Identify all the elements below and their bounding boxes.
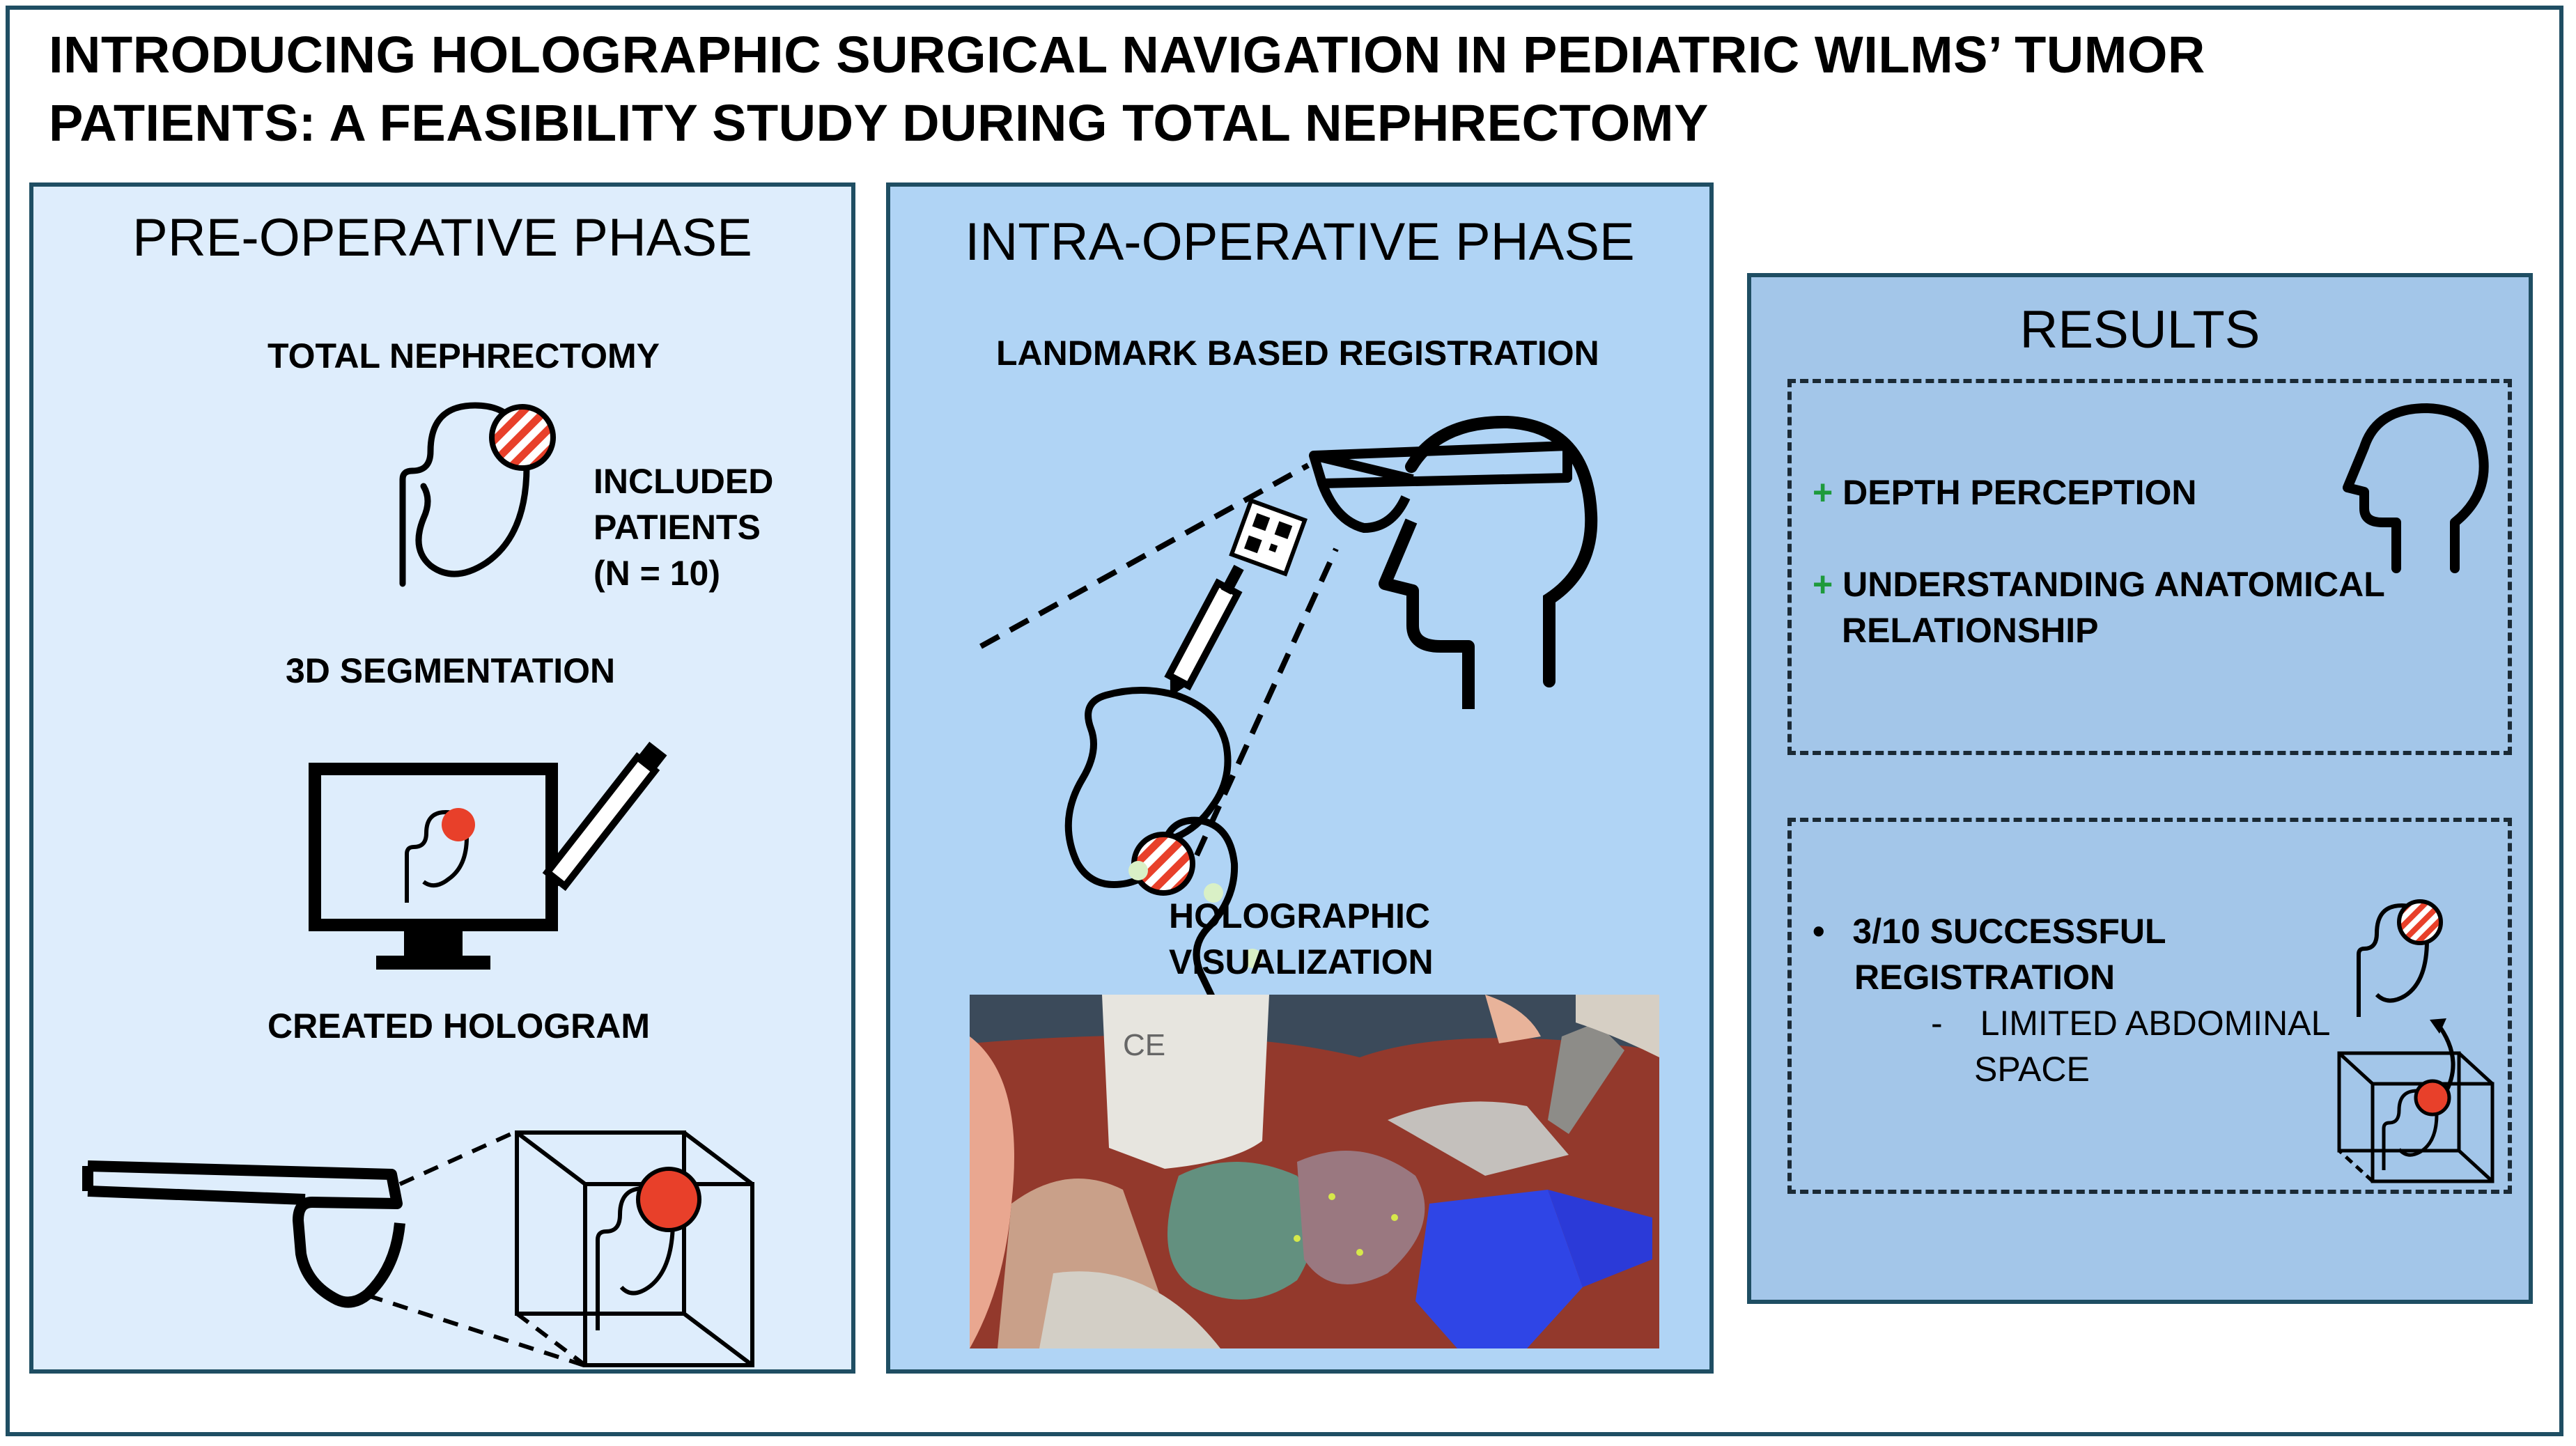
created-hologram-label: CREATED HOLOGRAM xyxy=(267,1006,651,1045)
head-profile-icon xyxy=(2343,403,2489,573)
success-line-2: REGISTRATION xyxy=(1854,958,2116,997)
registration-label: LANDMARK BASED REGISTRATION xyxy=(996,334,1599,373)
figure-title: INTRODUCING HOLOGRAPHIC SURGICAL NAVIGAT… xyxy=(49,21,2417,157)
results-panel: RESULTS + DEPTH PERCEPTION + UNDERSTANDI… xyxy=(1747,273,2533,1304)
photo-ce-mark: CE xyxy=(1123,1028,1166,1062)
bullet-mark: • xyxy=(1813,912,1825,951)
hologram-cube-icon xyxy=(82,1130,754,1367)
included-line-1: INCLUDED xyxy=(593,462,774,501)
title-line-2: PATIENTS: A FEASIBILITY STUDY DURING TOT… xyxy=(49,94,1709,152)
success-item: • 3/10 SUCCESSFUL xyxy=(1813,908,2166,954)
success-line-1: 3/10 SUCCESSFUL xyxy=(1852,912,2166,951)
intra-operative-panel: INTRA-OPERATIVE PHASE LANDMARK BASED REG… xyxy=(886,182,1714,1374)
included-line-2: PATIENTS xyxy=(593,508,761,547)
results-heading: RESULTS xyxy=(2019,300,2260,359)
intra-operative-heading: INTRA-OPERATIVE PHASE xyxy=(965,212,1635,272)
limited-line-1: LIMITED ABDOMINAL xyxy=(1980,1004,2331,1043)
depth-perception-label: DEPTH PERCEPTION xyxy=(1842,473,2197,512)
pointer-pen-icon xyxy=(1164,497,1308,697)
benefits-box: + DEPTH PERCEPTION + UNDERSTANDING ANATO… xyxy=(1787,379,2512,755)
pre-operative-panel: PRE-OPERATIVE PHASE TOTAL NEPHRECTOMY IN… xyxy=(29,182,855,1374)
plus-sign-2: + xyxy=(1813,565,1833,604)
surgical-scene xyxy=(970,995,1659,1348)
segmentation-label: 3D SEGMENTATION xyxy=(286,651,616,690)
kidney-tumor-icon xyxy=(399,402,556,587)
plus-sign-1: + xyxy=(1813,473,1833,512)
limited-item: - LIMITED ABDOMINAL xyxy=(1931,1000,2330,1046)
understanding-line-1: UNDERSTANDING ANATOMICAL xyxy=(1842,565,2385,604)
registration-outcome-box: • 3/10 SUCCESSFUL REGISTRATION - LIMITED… xyxy=(1787,818,2512,1194)
visualization-line-1: HOLOGRAPHIC xyxy=(1169,896,1430,935)
understanding-item: + UNDERSTANDING ANATOMICAL xyxy=(1813,561,2385,607)
visualization-line-2: VISUALIZATION xyxy=(1169,942,1434,981)
monitor-pen-icon xyxy=(309,741,667,970)
pre-operative-heading: PRE-OPERATIVE PHASE xyxy=(132,208,752,267)
surgical-photo: CE xyxy=(970,995,1659,1348)
kidney-cube-icon xyxy=(2337,899,2494,1183)
understanding-line-2: RELATIONSHIP xyxy=(1842,611,2099,650)
total-nephrectomy-label: TOTAL NEPHRECTOMY xyxy=(267,336,660,375)
depth-item: + DEPTH PERCEPTION xyxy=(1813,469,2197,515)
surgeon-head-icon xyxy=(1309,415,1598,709)
view-rays xyxy=(979,462,1339,857)
dash-mark: - xyxy=(1931,1004,1943,1043)
included-line-3: (N = 10) xyxy=(593,554,721,593)
title-line-1: INTRODUCING HOLOGRAPHIC SURGICAL NAVIGAT… xyxy=(49,26,2205,84)
limited-line-2: SPACE xyxy=(1974,1050,2090,1089)
